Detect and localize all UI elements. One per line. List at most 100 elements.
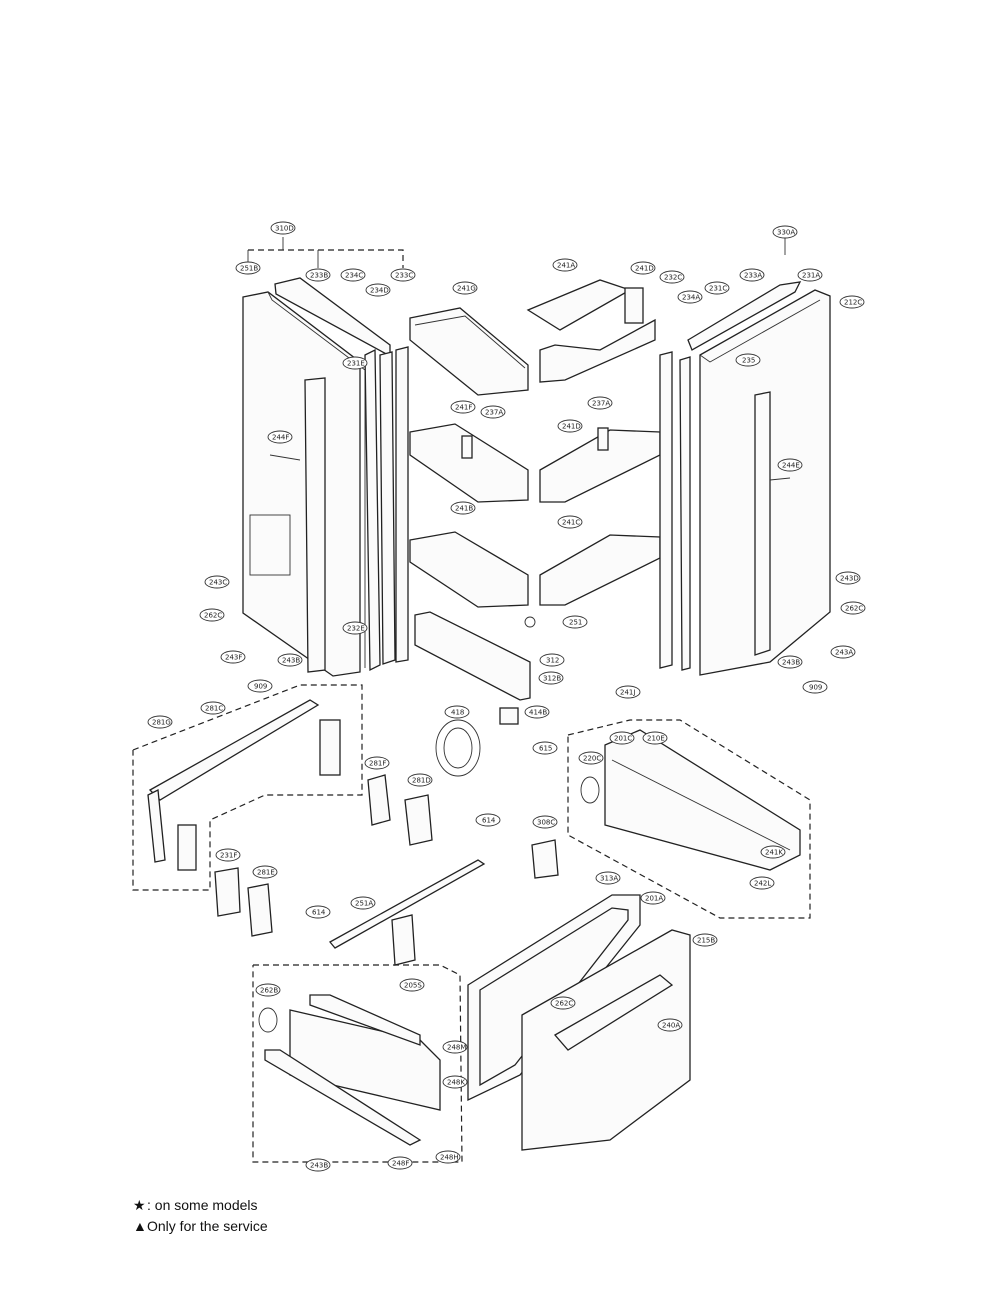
callout-241D-top: 241D xyxy=(630,261,656,275)
callout-251A: 251A xyxy=(350,896,376,910)
svg-text:231F: 231F xyxy=(220,852,237,860)
svg-text:312B: 312B xyxy=(543,675,561,683)
callout-281G: 281G xyxy=(147,715,173,729)
callout-909-left: 909 xyxy=(247,679,273,693)
callout-240A: 240A xyxy=(657,1018,683,1032)
svg-text:281E: 281E xyxy=(257,869,275,877)
callout-241B-bot: 241B xyxy=(450,501,476,515)
svg-text:201C: 201C xyxy=(614,735,632,743)
svg-text:215B: 215B xyxy=(697,937,715,945)
svg-text:310D: 310D xyxy=(275,225,294,233)
callout-243F-left: 243F xyxy=(220,650,246,664)
dispenser-frame-group xyxy=(132,684,363,891)
svg-text:312: 312 xyxy=(546,657,559,665)
svg-text:248F: 248F xyxy=(392,1160,409,1168)
svg-text:243F: 243F xyxy=(225,654,242,662)
callout-248K: 248K xyxy=(442,1075,468,1089)
svg-text:242L: 242L xyxy=(754,880,771,888)
door-bins xyxy=(409,279,661,701)
svg-text:234D: 234D xyxy=(370,287,389,295)
callout-614b: 614 xyxy=(305,905,331,919)
svg-text:232C: 232C xyxy=(664,274,682,282)
callout-235: 235 xyxy=(735,353,761,367)
svg-text:241G: 241G xyxy=(457,285,476,293)
svg-text:241B: 241B xyxy=(455,505,473,513)
svg-text:262B: 262B xyxy=(260,987,278,995)
svg-text:241K: 241K xyxy=(765,849,783,857)
svg-text:237A: 237A xyxy=(592,400,610,408)
callout-237A-mid: 237A xyxy=(480,405,506,419)
callout-232E: 232E xyxy=(342,621,368,635)
callout-242L: 242L xyxy=(749,876,775,890)
callout-215B: 215B xyxy=(692,933,718,947)
svg-text:330A: 330A xyxy=(777,229,795,237)
svg-text:243D: 243D xyxy=(840,575,859,583)
svg-text:615: 615 xyxy=(539,745,552,753)
legend-only-for-service: ▲Only for the service xyxy=(133,1218,268,1234)
callout-243B-bot: 243B xyxy=(305,1158,331,1172)
callout-251B: 251B xyxy=(235,261,261,275)
callout-237A-right: 237A xyxy=(587,396,613,410)
center-small-parts xyxy=(214,707,559,966)
callout-241K: 241K xyxy=(760,845,786,859)
svg-text:313A: 313A xyxy=(600,875,618,883)
star-symbol: ★ xyxy=(133,1197,146,1213)
svg-text:241A: 241A xyxy=(557,262,575,270)
part-callouts: 310D 251B 233B 234C 234D 233C 241G 241A … xyxy=(147,221,866,1172)
svg-text:243A: 243A xyxy=(835,649,853,657)
callout-248M: 248M xyxy=(442,1040,468,1054)
svg-text:281D: 281D xyxy=(412,777,431,785)
callout-615: 615 xyxy=(532,741,558,755)
callout-312B: 312B xyxy=(538,671,564,685)
svg-text:210E: 210E xyxy=(647,735,665,743)
svg-text:234C: 234C xyxy=(345,272,363,280)
legend-triangle-text: Only for the service xyxy=(147,1218,268,1234)
callout-248F: 248F xyxy=(387,1156,413,1170)
callout-241G: 241G xyxy=(452,281,478,295)
callout-614: 614 xyxy=(475,813,501,827)
svg-text:243B: 243B xyxy=(782,659,800,667)
svg-text:234A: 234A xyxy=(682,294,700,302)
svg-text:244F: 244F xyxy=(272,434,289,442)
callout-262C-right: 262C xyxy=(840,601,866,615)
svg-text:909: 909 xyxy=(254,683,267,691)
crisper-cover-group xyxy=(567,719,811,919)
svg-text:248H: 248H xyxy=(440,1154,459,1162)
svg-text:235: 235 xyxy=(742,357,755,365)
right-door-assembly xyxy=(659,238,831,676)
svg-text:241J: 241J xyxy=(620,689,635,697)
callout-262C-bot: 262C xyxy=(550,996,576,1010)
callout-233C: 233C xyxy=(390,268,416,282)
callout-308C: 308C xyxy=(532,815,558,829)
callout-231E-left: 231E xyxy=(342,356,368,370)
callout-205S: 205S xyxy=(399,978,425,992)
triangle-symbol: ▲ xyxy=(133,1218,147,1234)
callout-201C: 201C xyxy=(609,731,635,745)
callout-233A: 233A xyxy=(739,268,765,282)
svg-text:244E: 244E xyxy=(782,462,800,470)
callout-243C-left: 243C xyxy=(204,575,230,589)
callout-313A: 313A xyxy=(595,871,621,885)
svg-text:212C: 212C xyxy=(844,299,862,307)
svg-text:614: 614 xyxy=(482,817,496,825)
callout-234A: 234A xyxy=(677,290,703,304)
callout-234D: 234D xyxy=(365,283,391,297)
callout-244E-right: 244E xyxy=(777,458,803,472)
callout-312: 312 xyxy=(539,653,565,667)
callout-281F: 281F xyxy=(364,756,390,770)
callout-262B: 262B xyxy=(255,983,281,997)
svg-text:262C: 262C xyxy=(204,612,222,620)
svg-text:909: 909 xyxy=(809,684,822,692)
callout-281D: 281D xyxy=(407,773,433,787)
svg-text:205S: 205S xyxy=(404,982,422,990)
callout-234C: 234C xyxy=(340,268,366,282)
legend-on-some-models: ★: on some models xyxy=(133,1197,258,1213)
callout-241F-mid: 241F xyxy=(450,400,476,414)
callout-909-right: 909 xyxy=(802,680,828,694)
callout-241D-mid: 241D xyxy=(557,419,583,433)
callout-220C: 220C xyxy=(578,751,604,765)
svg-text:262C: 262C xyxy=(555,1000,573,1008)
callout-244F-left: 244F xyxy=(267,430,293,444)
svg-text:233A: 233A xyxy=(744,272,762,280)
